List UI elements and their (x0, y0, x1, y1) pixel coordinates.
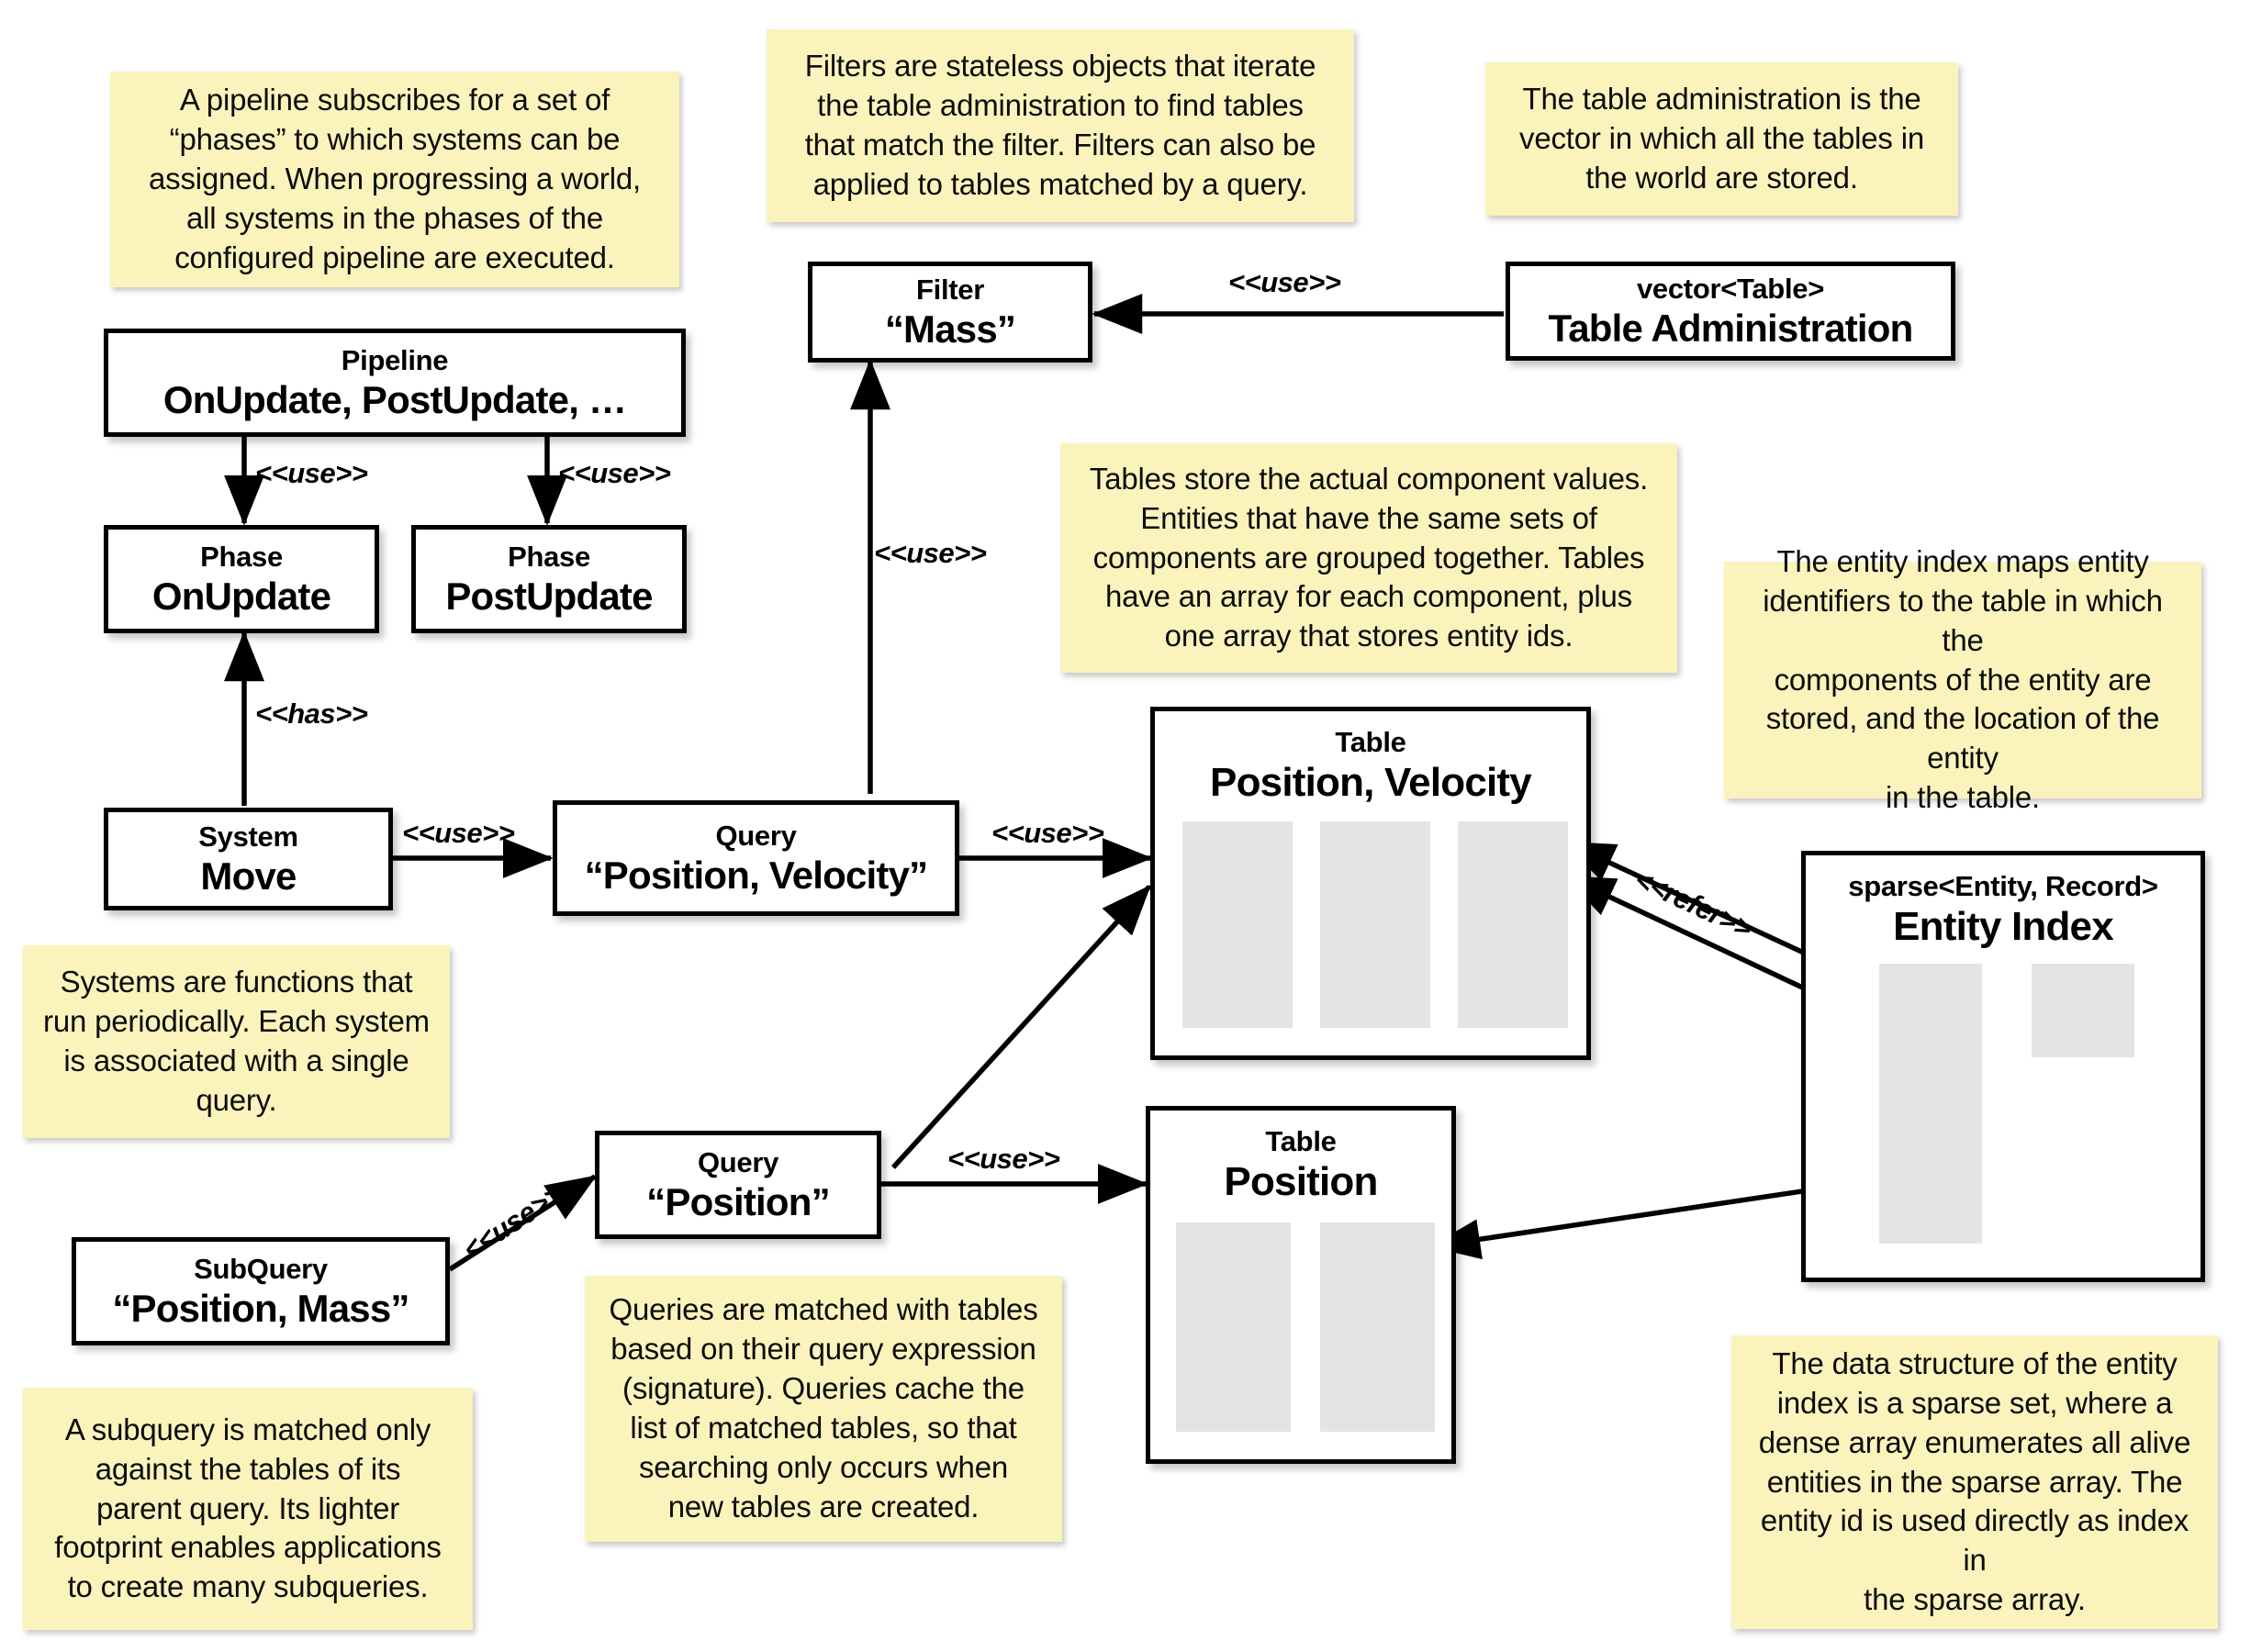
table-column (1320, 821, 1430, 1028)
table-column (1320, 1222, 1435, 1432)
box-title: “Position” (646, 1179, 830, 1223)
box-title: Move (200, 854, 297, 898)
edge-label-pipeline-to-onupdate: <<use>> (255, 457, 368, 489)
sparse-array-column (1879, 964, 1982, 1244)
box-filter-mass[interactable]: Filter “Mass” (808, 262, 1092, 363)
box-title: Position, Velocity (1210, 759, 1532, 805)
box-stereotype: Query (715, 820, 797, 853)
box-stereotype: sparse<Entity, Record> (1848, 870, 2158, 902)
box-title: “Position, Velocity” (584, 853, 929, 897)
box-title: OnUpdate, PostUpdate, … (162, 377, 627, 421)
edge-label-query-p-to-table: <<use>> (947, 1143, 1060, 1175)
box-stereotype: Table (1335, 726, 1406, 758)
box-title: Entity Index (1893, 903, 2114, 949)
edge-label-system-to-query: <<use>> (402, 817, 515, 849)
box-entity-index[interactable]: sparse<Entity, Record> Entity Index (1801, 851, 2205, 1282)
box-phase-onupdate[interactable]: Phase OnUpdate (104, 525, 379, 633)
edge-query-p-to-table-pv (890, 884, 1152, 1169)
note-table-administration: The table administration is the vector i… (1485, 62, 1958, 216)
edge-label-pipeline-to-postupdate: <<use>> (558, 457, 671, 489)
box-table-administration[interactable]: vector<Table> Table Administration (1506, 262, 1955, 361)
table-columns (1176, 1222, 1435, 1432)
box-query-position-velocity[interactable]: Query “Position, Velocity” (553, 800, 959, 916)
box-title: OnUpdate (151, 574, 331, 618)
edge-label-subquery-to-query: <<use>> (457, 1178, 569, 1267)
box-title: Table Administration (1548, 306, 1913, 350)
edge-label-system-to-phase: <<has>> (255, 698, 368, 730)
edge-label-index-to-table: <<refer>> (1629, 863, 1758, 945)
table-column (1458, 821, 1568, 1028)
note-entity-index: The entity index maps entity identifiers… (1724, 544, 2201, 814)
note-filters: Filters are stateless objects that itera… (767, 29, 1354, 222)
table-column (1176, 1222, 1291, 1432)
box-pipeline[interactable]: Pipeline OnUpdate, PostUpdate, … (104, 329, 686, 437)
box-stereotype: SubQuery (194, 1253, 328, 1286)
table-columns (1182, 821, 1568, 1028)
box-stereotype: vector<Table> (1636, 273, 1825, 306)
box-title: Position (1224, 1158, 1378, 1204)
box-title: “Position, Mass” (112, 1286, 409, 1330)
box-query-position[interactable]: Query “Position” (595, 1131, 881, 1239)
box-stereotype: Query (697, 1146, 779, 1179)
box-table-position-velocity[interactable]: Table Position, Velocity (1150, 707, 1591, 1060)
edge-label-query-to-filter: <<use>> (874, 537, 987, 569)
edge-label-admin-to-filter: <<use>> (1228, 266, 1341, 298)
table-column (1182, 821, 1293, 1028)
note-pipeline: A pipeline subscribes for a set of “phas… (110, 72, 679, 287)
note-tables: Tables store the actual component values… (1060, 443, 1677, 673)
note-subquery: A subquery is matched only against the t… (23, 1388, 473, 1630)
edge-label-query-pv-to-table: <<use>> (991, 817, 1104, 849)
box-stereotype: Phase (508, 541, 590, 574)
dense-array-column (2032, 964, 2134, 1057)
box-table-position[interactable]: Table Position (1146, 1106, 1456, 1464)
box-phase-postupdate[interactable]: Phase PostUpdate (411, 525, 687, 633)
box-subquery-position-mass[interactable]: SubQuery “Position, Mass” (72, 1237, 450, 1345)
note-systems: Systems are functions that run periodica… (23, 945, 450, 1138)
box-stereotype: Pipeline (341, 344, 449, 377)
box-system-move[interactable]: System Move (104, 808, 393, 910)
box-stereotype: Filter (916, 273, 984, 307)
box-title: “Mass” (884, 307, 1016, 351)
box-stereotype: System (198, 820, 298, 854)
box-stereotype: Phase (200, 541, 283, 574)
note-sparse-set: The data structure of the entity index i… (1731, 1335, 2218, 1629)
box-title: PostUpdate (445, 574, 653, 618)
box-stereotype: Table (1265, 1125, 1337, 1157)
note-queries: Queries are matched with tables based on… (585, 1276, 1062, 1542)
